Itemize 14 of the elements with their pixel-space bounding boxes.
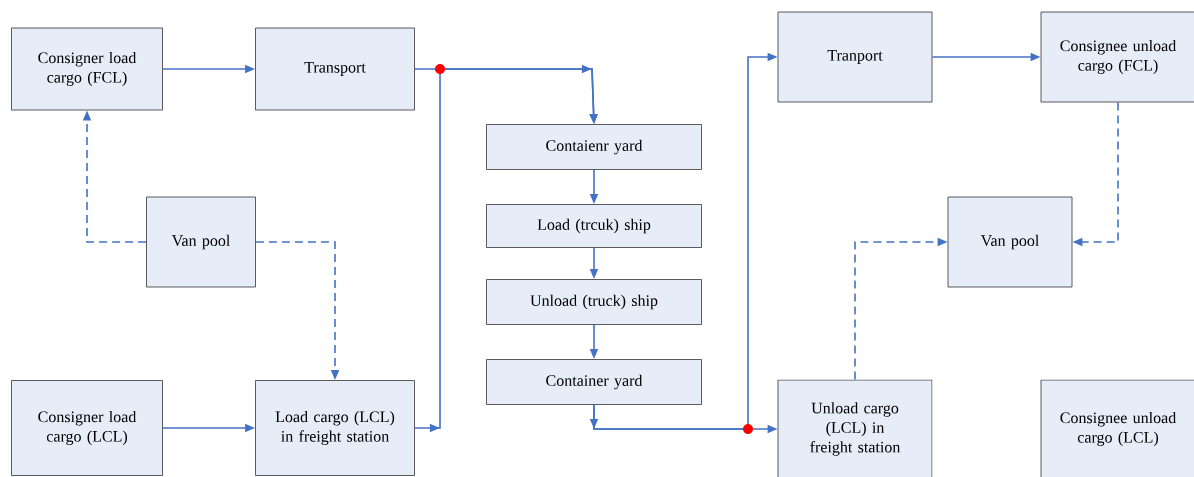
process-box: Load cargo (LCL) in freight station — [255, 380, 415, 476]
process-box: Unload (truck) ship — [486, 279, 702, 325]
process-box: Contaienr yard — [486, 124, 702, 170]
process-box: Consignee unload cargo (FCL) — [1040, 11, 1194, 103]
process-box: Consigner load cargo (LCL) — [11, 380, 163, 476]
process-box: Consigner load cargo (FCL) — [11, 27, 163, 111]
process-box: Unload cargo (LCL) in freight station — [777, 379, 933, 477]
process-box: Consignee unload cargo (LCL) — [1040, 379, 1194, 477]
process-box: Van pool — [947, 196, 1073, 288]
process-box: Transport — [255, 27, 415, 111]
process-box: Container yard — [486, 359, 702, 405]
process-box: Van pool — [146, 196, 256, 288]
process-box: Load (trcuk) ship — [486, 204, 702, 248]
process-box: Tranport — [777, 11, 933, 103]
